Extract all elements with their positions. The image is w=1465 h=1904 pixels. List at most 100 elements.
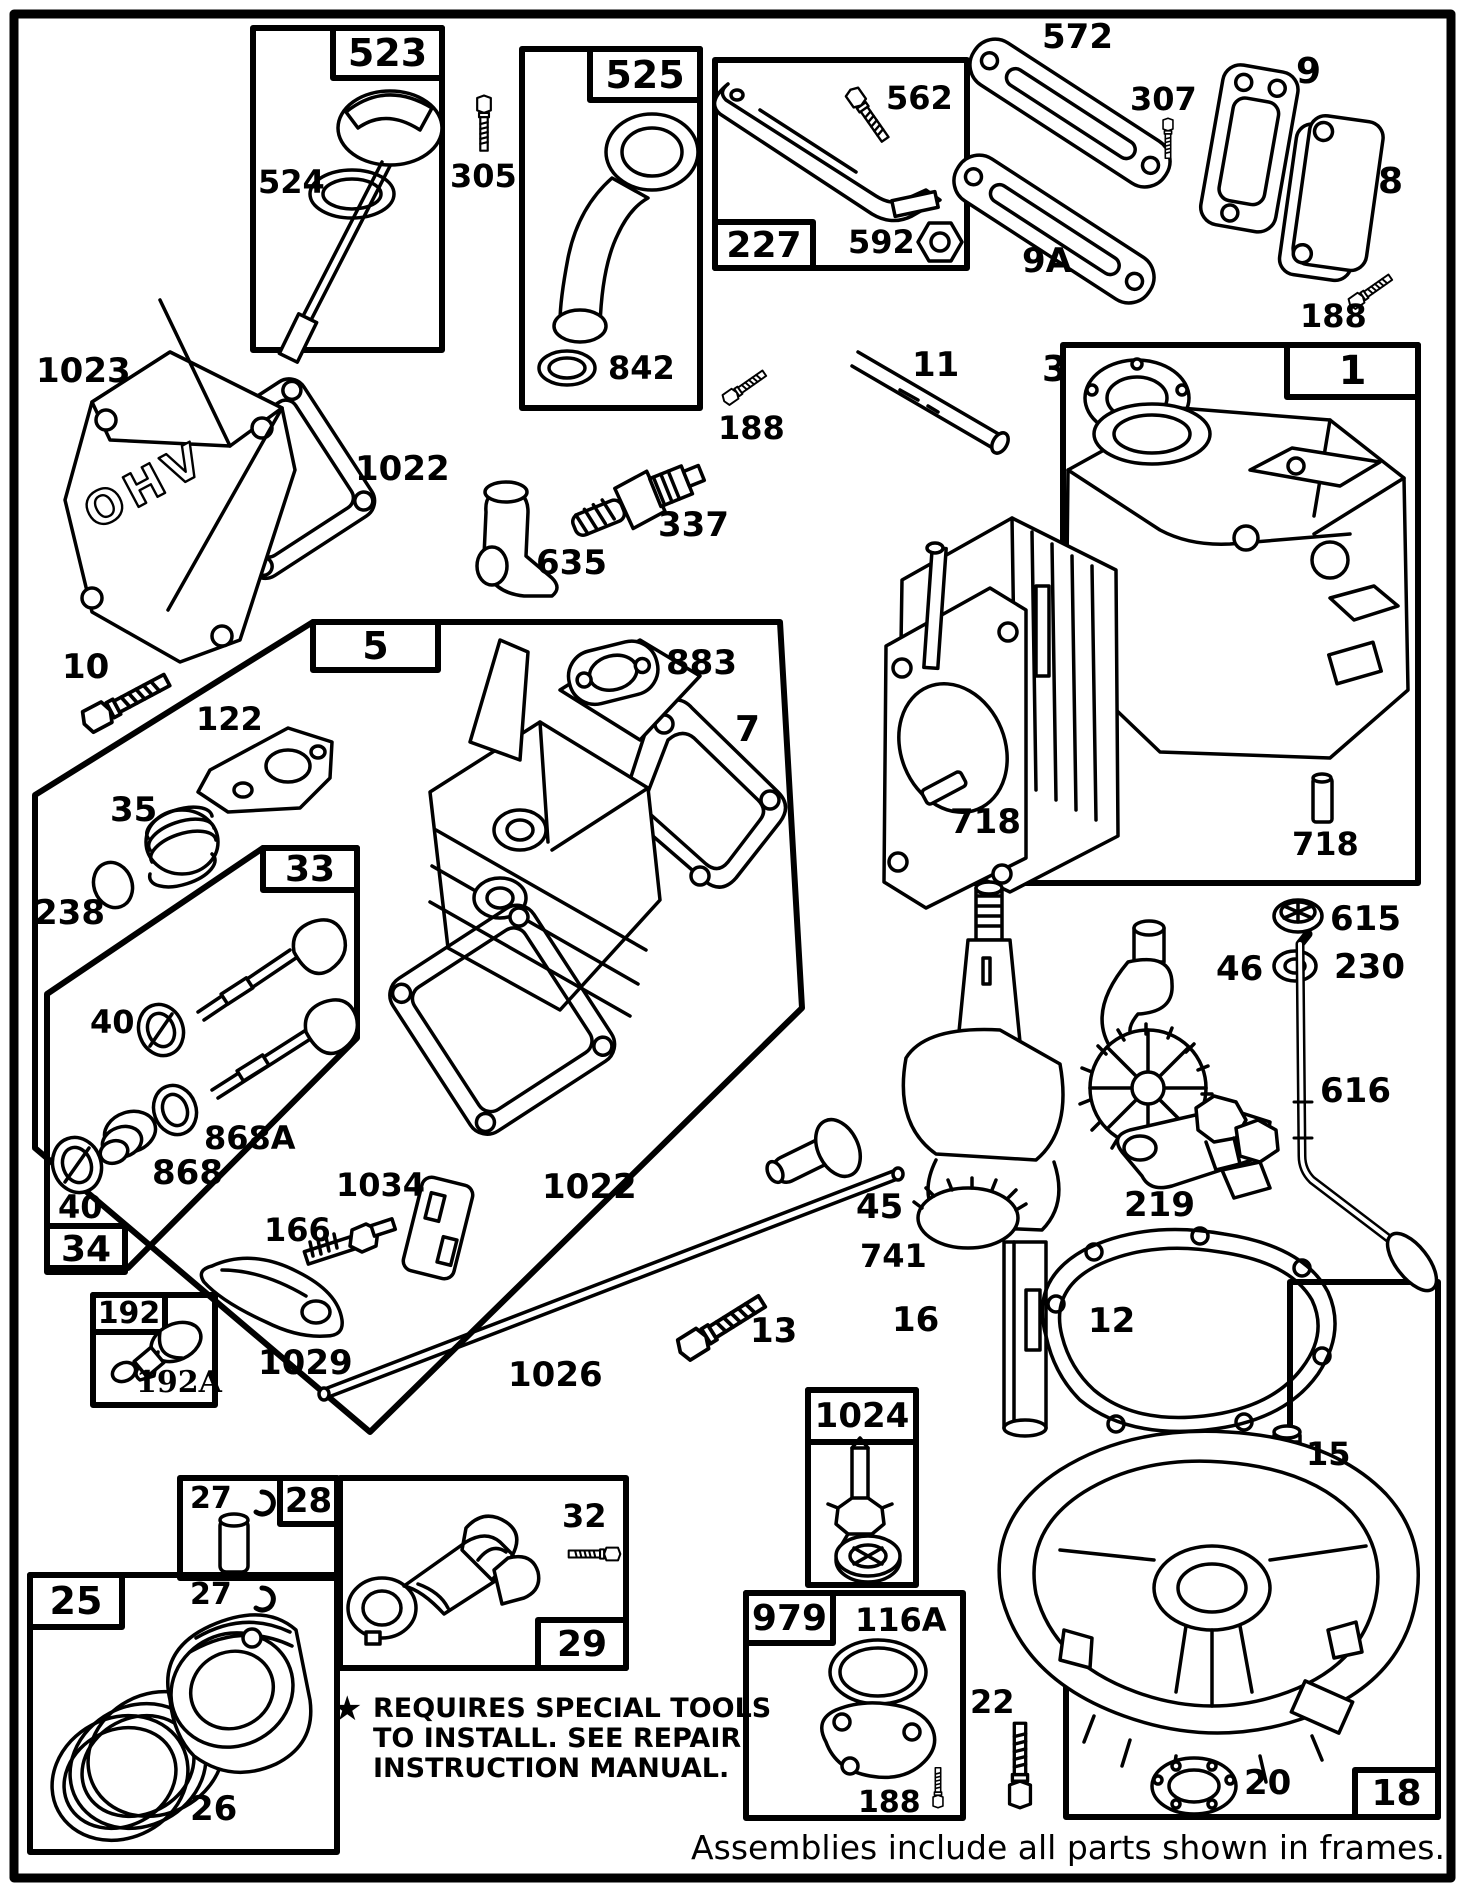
retainer-clip-27-upper-icon [253, 1489, 276, 1517]
part-label-9: 9 [1296, 51, 1322, 92]
frame-34-tab [44, 1223, 128, 1275]
intake-plate-122-icon [196, 726, 334, 814]
part-label-192a: 192A [136, 1365, 222, 1400]
bolt-562-icon [843, 84, 893, 145]
bolt-22-icon [1007, 1721, 1033, 1810]
part-label-3: 3 [1042, 349, 1068, 390]
special-note-line3: INSTRUCTION MANUAL. [373, 1753, 730, 1784]
intake-valve-icon [196, 918, 348, 1022]
part-label-1029: 1029 [258, 1343, 353, 1383]
frame-523-tab [330, 25, 445, 81]
bolt-32-icon [567, 1546, 622, 1562]
tab-label-525: 525 [605, 52, 685, 97]
part-label-616: 616 [1320, 1071, 1391, 1111]
part-label-9a: 9A [1022, 241, 1072, 281]
part-label-188-mid: 188 [718, 409, 785, 447]
oil-cap-615-icon [1272, 898, 1324, 934]
part-label-10: 10 [62, 647, 110, 687]
part-label-122: 122 [196, 700, 263, 738]
tab-label-29: 29 [556, 1623, 608, 1665]
valve-cap-238-icon [91, 860, 135, 910]
frame-25 [27, 1572, 340, 1855]
valve-bushing-868-icon [98, 1109, 158, 1166]
frame-18-tab [1352, 1767, 1441, 1820]
part-label-842: 842 [608, 349, 675, 387]
sump-gasket-12-icon [1040, 1226, 1337, 1434]
frame-29-tab [535, 1617, 629, 1671]
push-rod-1026-icon [317, 1166, 905, 1402]
part-label-592: 592 [848, 223, 915, 261]
part-label-166: 166 [264, 1211, 331, 1249]
part-label-524: 524 [258, 163, 325, 201]
part-label-15: 15 [1306, 1435, 1351, 1473]
frame-1-tab [1284, 342, 1421, 400]
guide-plate-1034-icon [401, 1175, 475, 1281]
cylinder-assembly-icon [882, 402, 1410, 910]
valve-seal-40-lower-icon [50, 1135, 104, 1195]
part-label-718-right: 718 [1292, 825, 1359, 863]
part-label-1034: 1034 [336, 1166, 426, 1204]
part-label-305: 305 [450, 157, 517, 195]
part-label-20: 20 [1244, 1763, 1292, 1803]
rocker-arm-1029-icon [199, 1256, 344, 1338]
part-label-40-lower: 40 [58, 1188, 103, 1226]
part-label-27-lower: 27 [190, 1577, 232, 1612]
tab-label-1024: 1024 [814, 1396, 910, 1436]
dowel-pin-718-right-icon [1311, 772, 1334, 824]
frame-525-tab [587, 46, 703, 103]
frame-25-tab [27, 1572, 125, 1630]
part-label-868: 868 [152, 1153, 223, 1193]
tappet-45-icon [765, 1117, 863, 1185]
part-label-27-upper: 27 [190, 1481, 232, 1516]
tab-label-192: 192 [97, 1296, 161, 1331]
cylinder-head-icon [428, 638, 702, 1018]
part-label-572: 572 [1042, 17, 1113, 57]
tab-label-1: 1 [1338, 348, 1367, 394]
head-cover-gasket-1022-icon [388, 903, 617, 1136]
tab-label-979: 979 [751, 1597, 828, 1639]
washer-230-icon [1272, 949, 1318, 983]
tab-label-18: 18 [1371, 1773, 1422, 1814]
bolt-188-mid-icon [719, 367, 769, 408]
bolt-307-icon [1162, 117, 1174, 160]
frame-29 [337, 1475, 629, 1671]
frame-227-tab [712, 219, 816, 271]
gasket-9-icon [1198, 63, 1300, 234]
part-label-741: 741 [860, 1237, 927, 1275]
part-label-7: 7 [735, 709, 761, 750]
dipstick-icon [277, 89, 444, 364]
oil-fill-tube-icon [537, 112, 700, 387]
tab-label-25: 25 [49, 1579, 103, 1623]
frame-979 [743, 1590, 966, 1821]
part-label-718-left: 718 [950, 802, 1021, 842]
part-label-35: 35 [110, 790, 158, 830]
part-label-13: 13 [750, 1311, 798, 1351]
oil-pump-1024-icon [826, 1436, 902, 1584]
part-label-635: 635 [536, 543, 607, 583]
frame-33-tab [260, 845, 360, 893]
part-label-188-top: 188 [1300, 297, 1367, 335]
oil-seal-20-icon [1150, 1756, 1238, 1816]
tab-label-523: 523 [347, 31, 428, 75]
breather-tube-11-icon [850, 350, 1010, 455]
part-label-22: 22 [970, 1683, 1015, 1721]
valve-seal-40-upper-icon [136, 1002, 186, 1058]
screw-188-bottom-icon [932, 1766, 944, 1809]
breather-cover-8-icon [1277, 113, 1385, 283]
part-label-883: 883 [666, 643, 737, 683]
frame-192-tab [90, 1292, 168, 1335]
footer-note: Assemblies include all parts shown in fr… [691, 1828, 1445, 1867]
tab-label-5: 5 [362, 624, 389, 668]
breather-elbow-635-icon [475, 480, 559, 598]
part-label-45: 45 [856, 1187, 904, 1227]
page-border [9, 9, 1456, 1883]
part-label-307: 307 [1130, 80, 1197, 118]
special-note-line1: REQUIRES SPECIAL TOOLS [373, 1693, 772, 1724]
part-label-46: 46 [1216, 949, 1264, 989]
part-label-219: 219 [1124, 1185, 1195, 1225]
part-label-188-bottom: 188 [858, 1785, 921, 1820]
frame-5 [32, 619, 805, 1435]
part-label-1022-left: 1022 [355, 449, 450, 489]
oil-sump-icon [997, 1429, 1420, 1784]
